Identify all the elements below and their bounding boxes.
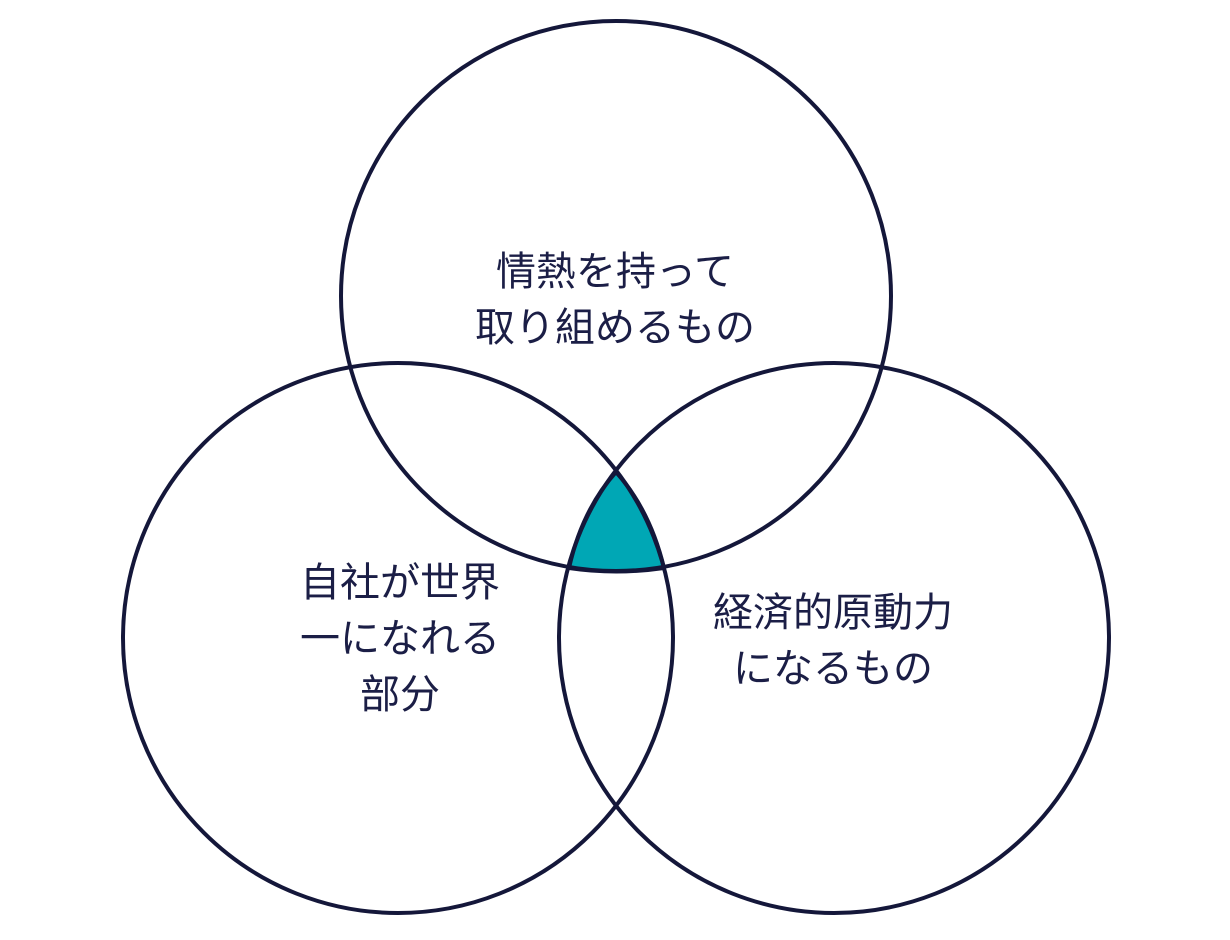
label-top: 情熱を持って 取り組めるもの <box>415 244 815 356</box>
label-left: 自社が世界 一になれる 部分 <box>200 555 600 723</box>
label-right-line-2: になるもの <box>733 646 933 692</box>
label-right-line-1: 経済的原動力 <box>713 590 953 636</box>
label-left-line-3: 部分 <box>360 672 440 718</box>
label-top-line-1: 情熱を持って <box>496 249 734 295</box>
label-top-line-2: 取り組めるもの <box>475 305 755 351</box>
label-right: 経済的原動力 になるもの <box>633 585 1033 697</box>
circle-top <box>339 19 893 573</box>
circle-right <box>557 361 1111 915</box>
label-left-line-1: 自社が世界 <box>300 560 500 606</box>
circle-left <box>121 361 675 915</box>
label-left-line-2: 一になれる <box>300 616 500 662</box>
